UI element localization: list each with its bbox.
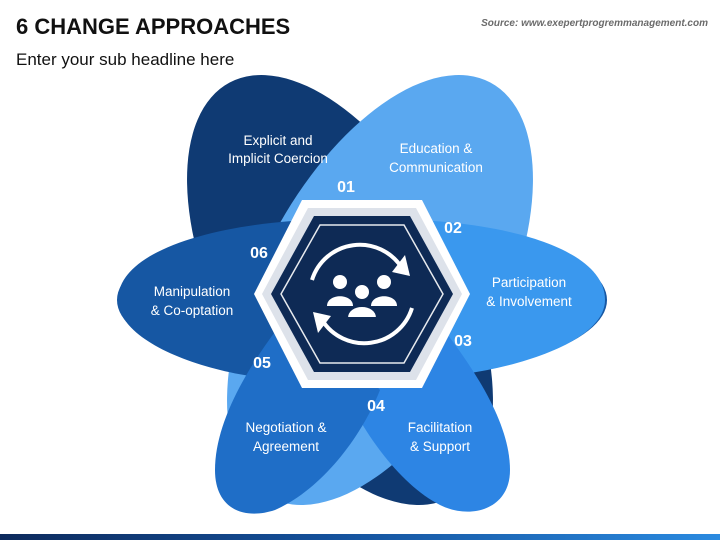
label-02-line1: Participation [492,275,566,290]
number-04: 04 [367,398,385,415]
team-change-icon [310,242,414,346]
label-06-line2: Implicit Coercion [228,151,328,166]
label-03-line1: Facilitation [408,420,473,435]
label-01-line1: Education & [400,141,473,156]
number-02: 02 [444,220,462,237]
label-04-line2: Agreement [253,439,319,454]
label-06-line1: Explicit and [243,133,312,148]
number-03: 03 [454,333,472,350]
number-01: 01 [337,179,355,196]
label-02-line2: & Involvement [486,294,572,309]
label-05-line2: & Co-optation [151,303,234,318]
label-03-line2: & Support [410,439,470,454]
center-hexagon-inner-line [280,224,444,364]
number-05: 05 [253,355,271,372]
label-05-line1: Manipulation [154,284,231,299]
label-04-line1: Negotiation & [245,420,326,435]
number-06: 06 [250,245,268,262]
page-subtitle: Enter your sub headline here [16,50,235,69]
footer-bar [0,534,720,540]
source-note: Source: www.exepertprogremmanagement.com [481,18,708,29]
page-title: 6 CHANGE APPROACHES [16,14,291,39]
label-01-line2: Communication [389,160,483,175]
